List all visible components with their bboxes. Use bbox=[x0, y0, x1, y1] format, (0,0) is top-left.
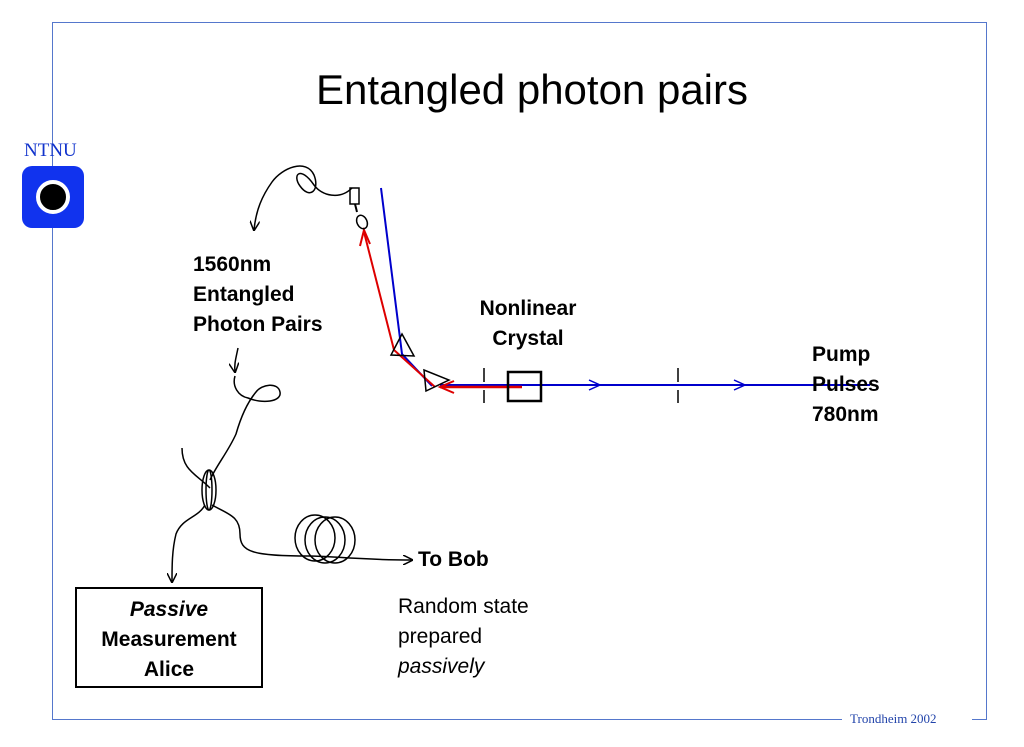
crystal-label: Nonlinear Crystal bbox=[468, 294, 588, 354]
alice-box-line-2: Measurement bbox=[101, 628, 237, 651]
prism-lower bbox=[423, 368, 451, 393]
source-label-line-1: 1560nm bbox=[193, 253, 272, 276]
pump-label-line-1: Pump bbox=[812, 343, 871, 366]
source-label-line-3: Photon Pairs bbox=[193, 313, 323, 336]
fiber-mid bbox=[209, 375, 281, 481]
fiber-to-alice bbox=[172, 504, 206, 582]
coupling-lens bbox=[355, 214, 369, 230]
crystal-label-line-2: Crystal bbox=[492, 327, 564, 350]
random-state-line-3: passively bbox=[398, 655, 485, 678]
frame-right-line bbox=[986, 22, 987, 719]
beam-splitter bbox=[201, 469, 217, 511]
ntnu-logo-icon bbox=[22, 166, 84, 228]
fiber-in-arrow bbox=[235, 347, 238, 372]
pump-label: Pump Pulses 780nm bbox=[812, 340, 880, 430]
prism-upper bbox=[389, 332, 416, 357]
random-state-label: Random state prepared passively bbox=[398, 592, 529, 682]
fiber-upper bbox=[254, 165, 353, 230]
source-label: 1560nm Entangled Photon Pairs bbox=[193, 250, 323, 340]
random-state-line-1: Random state bbox=[398, 595, 529, 618]
footer-text: Trondheim 2002 bbox=[850, 711, 937, 726]
frame-bottom-line bbox=[52, 719, 842, 720]
pump-label-line-2: Pulses bbox=[812, 373, 880, 396]
fiber-connector-stub bbox=[354, 203, 358, 213]
logo-text: NTNU bbox=[24, 140, 77, 161]
frame-left-line bbox=[52, 22, 53, 719]
crystal-label-line-1: Nonlinear bbox=[479, 297, 577, 320]
fiber-to-bob bbox=[211, 504, 412, 560]
signal-beam-up bbox=[363, 231, 436, 388]
fiber-coil-2 bbox=[304, 516, 346, 564]
nonlinear-crystal bbox=[506, 370, 543, 403]
signal-arrow-head bbox=[437, 380, 455, 394]
slide-title: Entangled photon pairs bbox=[316, 66, 748, 113]
beam-splitter-inner bbox=[205, 469, 213, 511]
alice-box-line-3: Alice bbox=[143, 658, 195, 681]
signal-arrow-up-head bbox=[359, 226, 371, 247]
pump-label-line-3: 780nm bbox=[812, 403, 879, 426]
source-label-line-2: Entangled bbox=[193, 283, 295, 306]
frame-bottom-line-end bbox=[972, 719, 987, 720]
to-bob-label: To Bob bbox=[418, 548, 489, 571]
alice-measurement-box: Passive Measurement Alice bbox=[75, 587, 263, 688]
fiber-coil-3 bbox=[314, 516, 356, 564]
fiber-coil-1 bbox=[294, 514, 336, 562]
alice-box-line-1: Passive bbox=[129, 598, 209, 621]
logo-circle bbox=[36, 180, 70, 214]
frame-top-line bbox=[52, 22, 987, 23]
random-state-line-2: prepared bbox=[398, 625, 483, 648]
fiber-connector bbox=[349, 187, 360, 205]
